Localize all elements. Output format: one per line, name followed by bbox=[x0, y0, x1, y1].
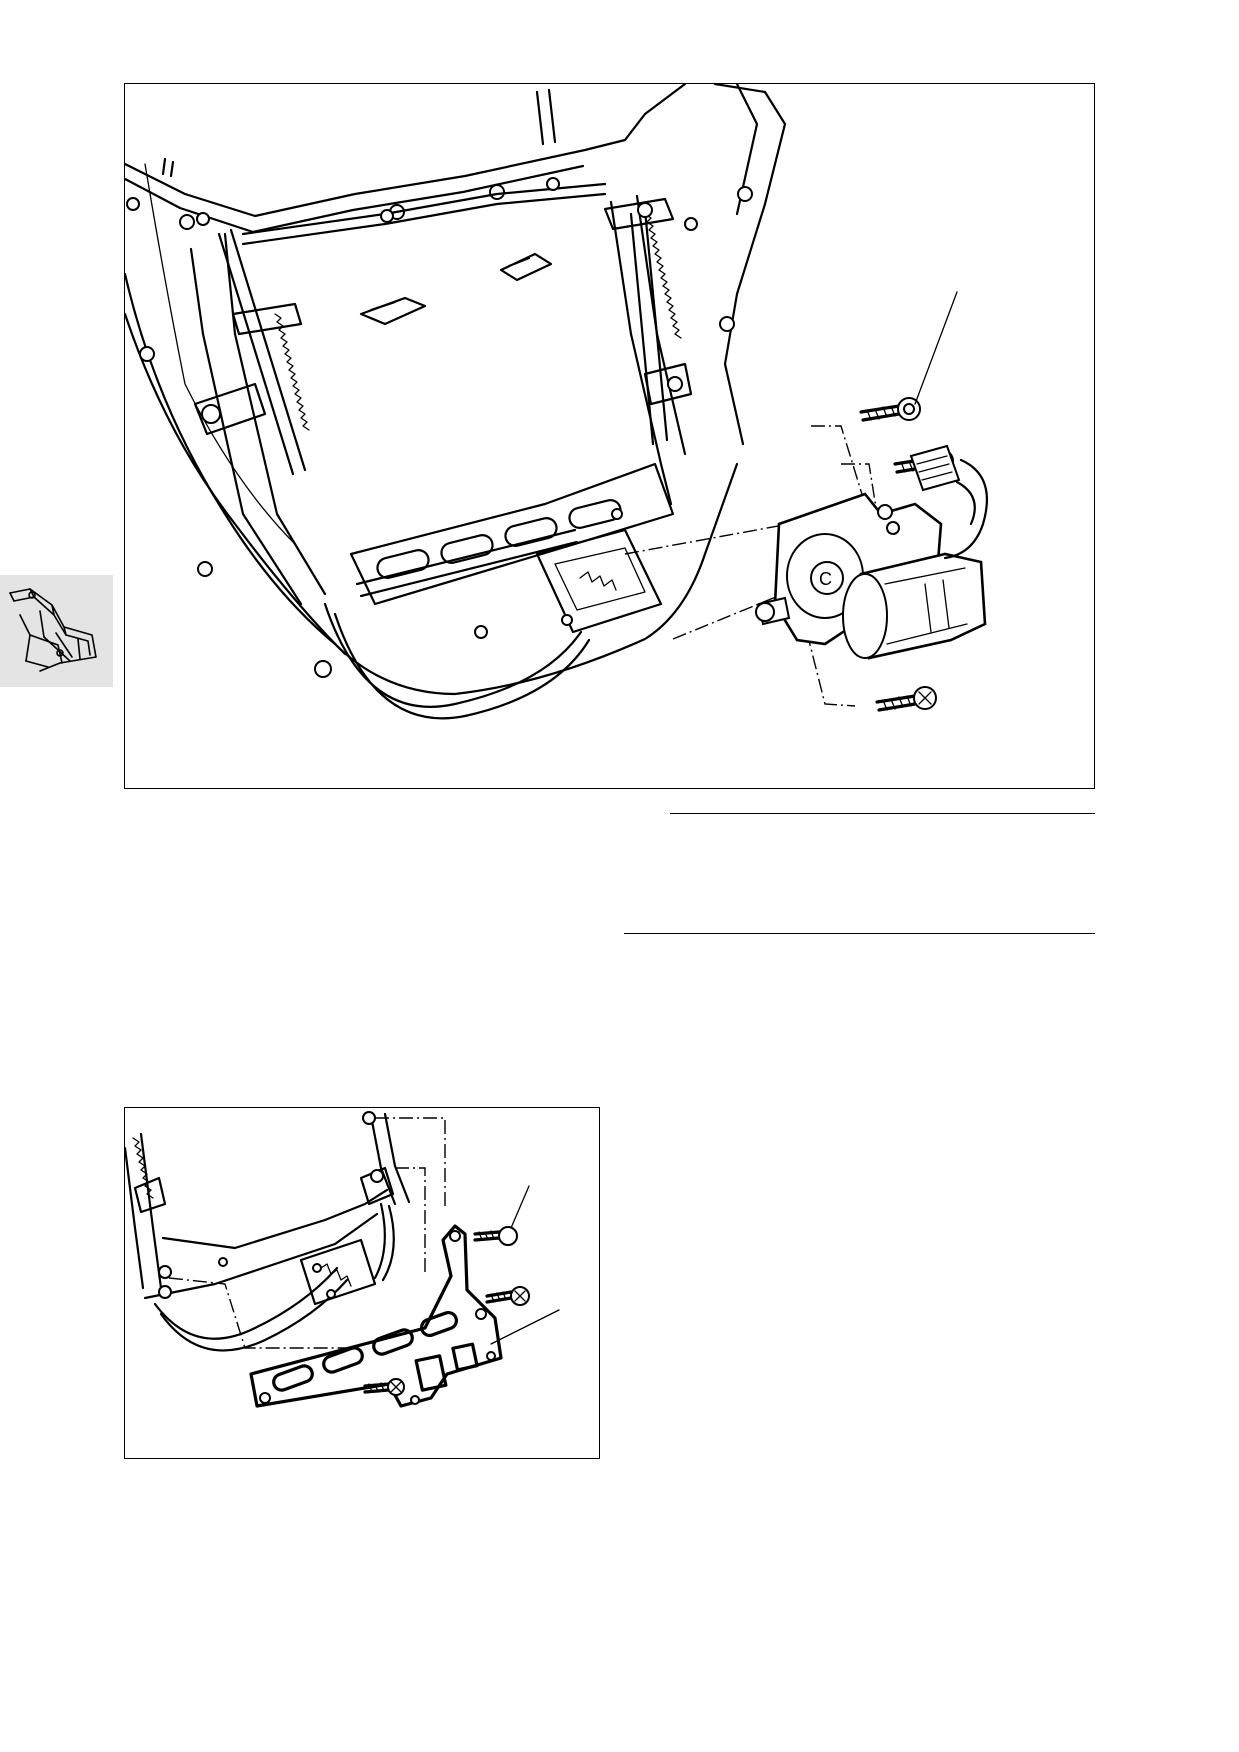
regulator-bracket-icon bbox=[125, 1111, 560, 1408]
text-rule-bottom bbox=[624, 933, 1095, 934]
figure-regulator-bracket bbox=[124, 1107, 600, 1459]
frame-chassis-icon bbox=[9, 588, 97, 672]
figure-window-regulator-motor: C bbox=[124, 83, 1095, 789]
window-regulator-motor-icon: C bbox=[125, 84, 988, 720]
text-rule-top bbox=[670, 813, 1095, 814]
side-tab bbox=[0, 575, 113, 687]
motor-marking-c: C bbox=[819, 569, 832, 589]
